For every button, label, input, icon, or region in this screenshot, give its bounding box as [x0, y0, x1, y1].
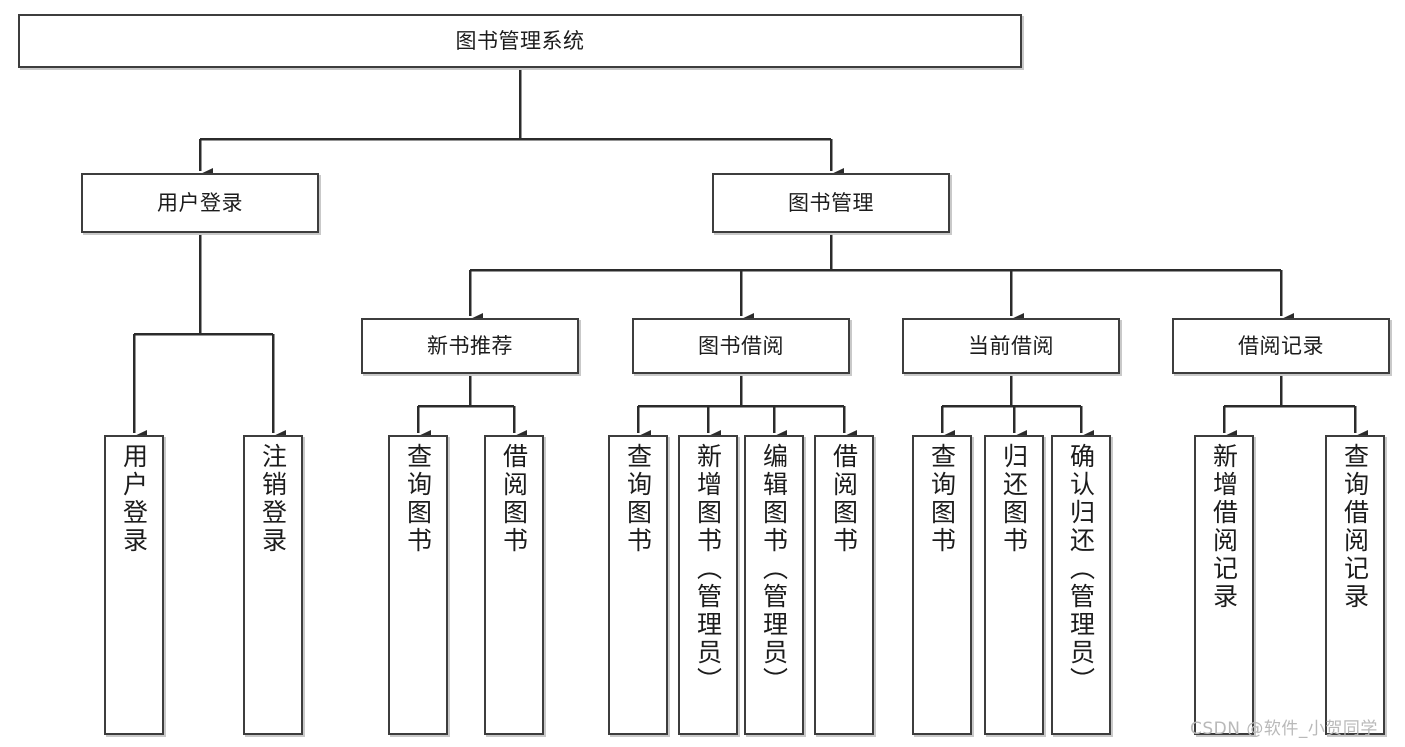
node-label: 新书推荐 [427, 333, 513, 358]
node-label: 编辑图书（管理员） [759, 443, 789, 695]
node-new-book-rec[interactable]: 新书推荐 [361, 318, 579, 374]
watermark-text: CSDN @软件_小贺同学 [1190, 719, 1378, 739]
node-label: 新增借阅记录 [1209, 443, 1239, 611]
node-leaf-2[interactable]: 注销登录 [243, 435, 303, 735]
node-label: 当前借阅 [968, 333, 1054, 358]
node-borrow-record[interactable]: 借阅记录 [1172, 318, 1390, 374]
node-root[interactable]: 图书管理系统 [18, 14, 1022, 68]
node-label: 查询借阅记录 [1340, 443, 1370, 611]
node-leaf-8[interactable]: 借阅图书 [814, 435, 874, 735]
node-book-manage[interactable]: 图书管理 [712, 173, 950, 233]
node-leaf-9[interactable]: 查询图书 [912, 435, 972, 735]
node-current-borrow[interactable]: 当前借阅 [902, 318, 1120, 374]
node-label: 查询图书 [623, 443, 653, 555]
node-leaf-12[interactable]: 新增借阅记录 [1194, 435, 1254, 735]
node-label: 归还图书 [999, 443, 1029, 555]
node-leaf-5[interactable]: 查询图书 [608, 435, 668, 735]
node-label: 用户登录 [157, 190, 243, 215]
connector-lines [119, 68, 1368, 455]
node-label: 用户登录 [119, 443, 149, 555]
node-label: 图书借阅 [698, 333, 784, 358]
node-leaf-4[interactable]: 借阅图书 [484, 435, 544, 735]
node-book-borrow[interactable]: 图书借阅 [632, 318, 850, 374]
node-leaf-10[interactable]: 归还图书 [984, 435, 1044, 735]
node-leaf-7[interactable]: 编辑图书（管理员） [744, 435, 804, 735]
node-label: 图书管理 [788, 190, 874, 215]
node-label: 借阅记录 [1238, 333, 1324, 358]
node-leaf-11[interactable]: 确认归还（管理员） [1051, 435, 1111, 735]
node-label: 新增图书（管理员） [693, 443, 723, 695]
node-leaf-3[interactable]: 查询图书 [388, 435, 448, 735]
node-label: 确认归还（管理员） [1066, 443, 1096, 695]
node-label: 查询图书 [403, 443, 433, 555]
node-label: 借阅图书 [499, 443, 529, 555]
node-label: 注销登录 [258, 443, 288, 555]
node-leaf-13[interactable]: 查询借阅记录 [1325, 435, 1385, 735]
node-label: 借阅图书 [829, 443, 859, 555]
node-leaf-6[interactable]: 新增图书（管理员） [678, 435, 738, 735]
node-user-login[interactable]: 用户登录 [81, 173, 319, 233]
node-label: 查询图书 [927, 443, 957, 555]
node-leaf-1[interactable]: 用户登录 [104, 435, 164, 735]
node-label: 图书管理系统 [455, 28, 585, 53]
